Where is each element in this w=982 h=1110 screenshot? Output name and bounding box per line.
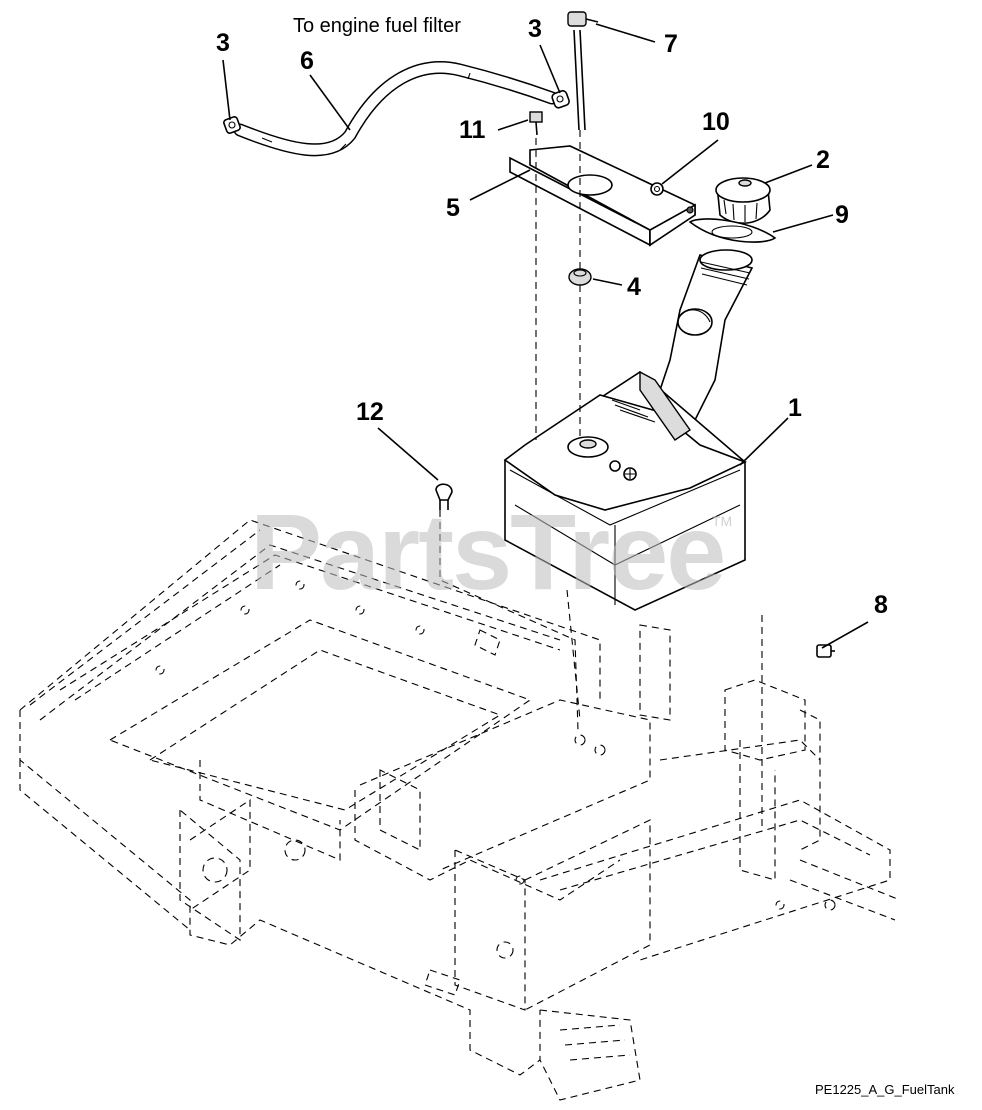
mower-frame xyxy=(19,519,901,1101)
callout-5: 5 xyxy=(446,194,460,222)
tank-mounting-bracket xyxy=(509,145,696,247)
watermark: PartsTree xyxy=(250,491,726,612)
callout-6: 6 xyxy=(300,47,314,75)
fuel-cap xyxy=(715,177,771,224)
callout-leaders xyxy=(222,23,869,649)
callout-9: 9 xyxy=(835,201,849,229)
bolt xyxy=(529,111,543,136)
callout-10: 10 xyxy=(702,108,730,136)
nut xyxy=(650,182,664,196)
callout-3-left: 3 xyxy=(216,29,230,57)
assembly-guide-lines xyxy=(439,130,763,830)
callout-3-right: 3 xyxy=(528,15,542,43)
cap-gasket xyxy=(688,218,777,243)
callout-8: 8 xyxy=(874,591,888,619)
callout-1: 1 xyxy=(788,394,802,422)
engine-fuel-filter-note: To engine fuel filter xyxy=(293,15,461,37)
callout-2: 2 xyxy=(816,146,830,174)
hose-clamp-right xyxy=(551,90,570,109)
callout-11: 11 xyxy=(459,116,486,144)
callout-4: 4 xyxy=(627,273,641,301)
fuel-pickup-tube xyxy=(567,11,599,131)
hose-clamp-left xyxy=(223,116,241,134)
clevis-pin xyxy=(816,644,835,658)
grommet xyxy=(568,268,592,286)
fuel-hose xyxy=(233,61,559,157)
watermark-trademark: TM xyxy=(712,513,733,529)
callout-12: 12 xyxy=(356,398,384,426)
fuel-tank xyxy=(503,249,754,611)
figure-id: PE1225_A_G_FuelTank xyxy=(815,1082,955,1097)
callout-7: 7 xyxy=(664,30,678,58)
line-clip xyxy=(435,483,453,510)
